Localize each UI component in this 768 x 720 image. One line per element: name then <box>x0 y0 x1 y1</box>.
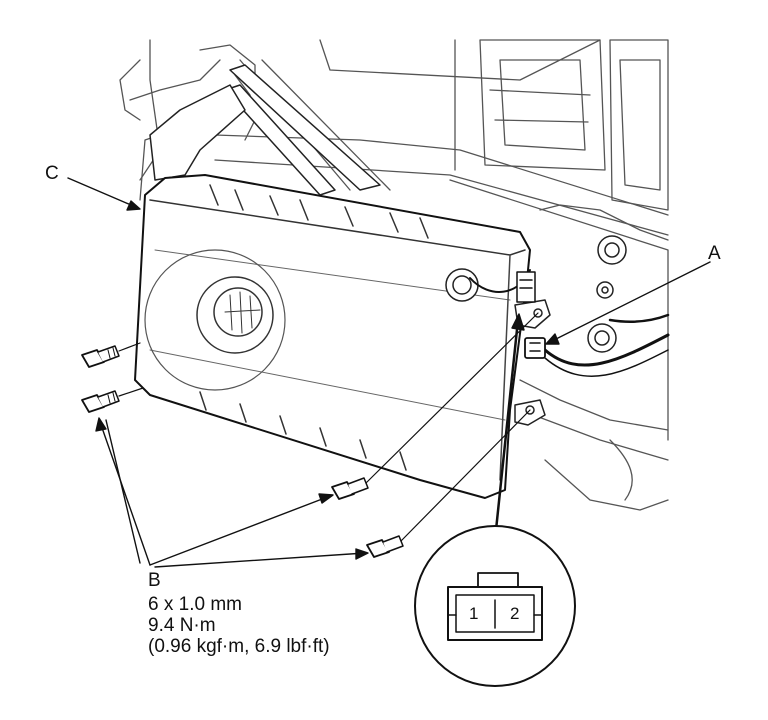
bolt-2 <box>81 390 120 413</box>
torque-nm: 9.4 N·m <box>148 615 216 636</box>
bolt-size: 6 x 1.0 mm <box>148 594 242 615</box>
bolt-4 <box>366 535 404 558</box>
leader-lines <box>67 177 711 568</box>
callout-c-label: C <box>45 163 59 184</box>
connector-pin-2: 2 <box>510 604 520 623</box>
bolt-spec: 6 x 1.0 mm 9.4 N·m (0.96 kgf·m, 6.9 lbf·… <box>148 594 330 657</box>
bolt-1 <box>81 345 120 368</box>
bolt-3 <box>331 477 369 500</box>
bracket-arm <box>149 64 381 196</box>
callout-b-label: B <box>148 570 161 591</box>
connector-detail <box>414 525 576 687</box>
callout-a-label: A <box>708 243 721 264</box>
control-unit-c <box>134 174 551 499</box>
torque-alt: (0.96 kgf·m, 6.9 lbf·ft) <box>148 636 330 657</box>
connector-pin-1: 1 <box>469 604 479 623</box>
body-ports <box>587 235 627 353</box>
harness-a <box>524 313 670 377</box>
install-guide-lines <box>118 312 539 542</box>
